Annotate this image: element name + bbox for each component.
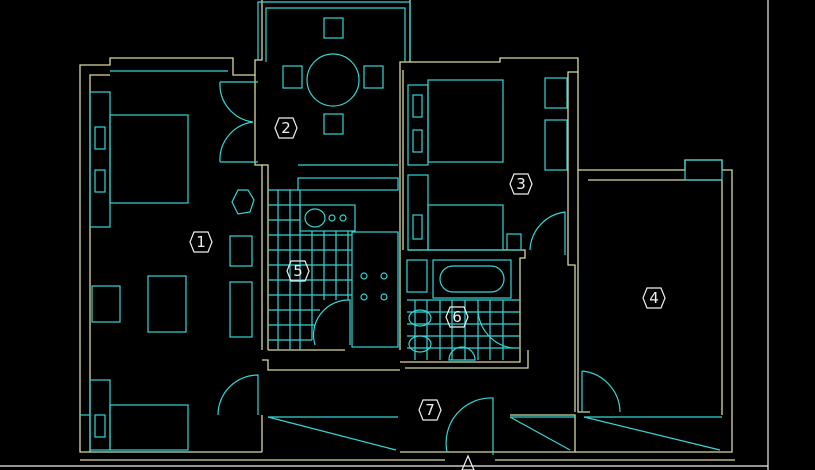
room-label-3: 3 xyxy=(509,173,533,195)
room-label-6: 6 xyxy=(445,306,469,328)
room-number: 1 xyxy=(196,233,206,251)
room-number: 5 xyxy=(293,262,303,280)
room-label-1: 1 xyxy=(189,231,213,253)
entrance-arrow-icon xyxy=(461,454,475,470)
tile-grid xyxy=(268,189,352,350)
room-label-4: 4 xyxy=(642,287,666,309)
furniture xyxy=(80,1,723,470)
room-label-7: 7 xyxy=(418,399,442,421)
room-number: 7 xyxy=(425,401,435,419)
room-label-5: 5 xyxy=(286,260,310,282)
room-number: 3 xyxy=(516,175,526,193)
room-number: 2 xyxy=(281,119,291,137)
room-label-2: 2 xyxy=(274,117,298,139)
room-number: 6 xyxy=(452,308,462,326)
room-labels: 1 2 3 4 5 6 7 xyxy=(189,117,666,421)
room-number: 4 xyxy=(649,289,659,307)
